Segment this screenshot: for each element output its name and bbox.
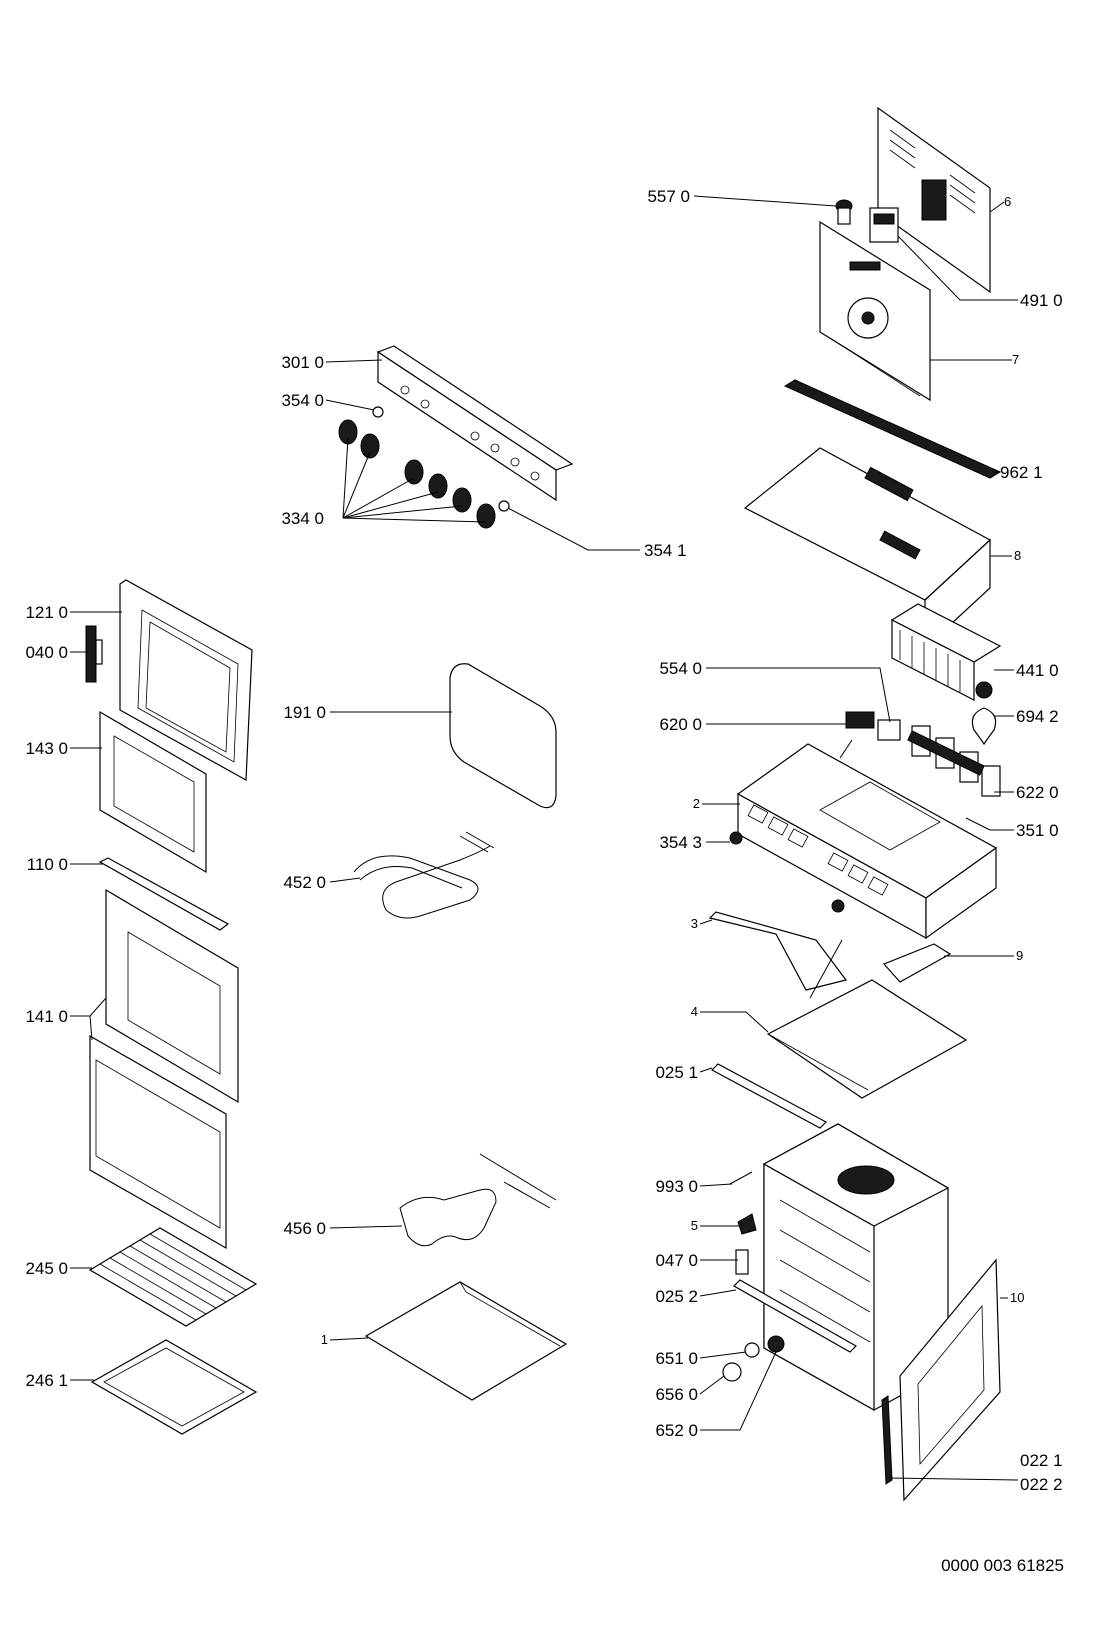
part-door-gasket xyxy=(449,663,557,809)
label-354-3: 354 3 xyxy=(659,833,702,852)
part-cap-small xyxy=(372,406,384,418)
part-bracket-rod xyxy=(708,911,848,999)
label-334-0: 334 0 xyxy=(281,509,324,528)
part-control-housing xyxy=(736,743,998,940)
label-047-0: 047 0 xyxy=(655,1251,698,1270)
label-121-0: 121 0 xyxy=(25,603,68,622)
label-9: 9 xyxy=(1016,948,1023,963)
label-4: 4 xyxy=(691,1004,698,1019)
part-tangential-fan xyxy=(890,603,1002,701)
label-5: 5 xyxy=(691,1218,698,1233)
label-025-1: 025 1 xyxy=(655,1063,698,1082)
part-bottom-heater xyxy=(399,1153,557,1247)
label-456-0: 456 0 xyxy=(283,1219,326,1238)
part-oven-cavity xyxy=(762,1123,950,1412)
part-door-inner-panel xyxy=(99,710,207,874)
label-441-0: 441 0 xyxy=(1016,661,1059,680)
part-clip xyxy=(737,1213,757,1235)
part-fitting-extra xyxy=(831,899,845,913)
part-bracket-9 xyxy=(882,943,952,983)
part-grid-rack xyxy=(88,1227,258,1327)
part-lamp xyxy=(971,707,997,746)
part-bottom-plate xyxy=(364,1281,568,1401)
label-025-2: 025 2 xyxy=(655,1287,698,1306)
label-656-0: 656 0 xyxy=(655,1385,698,1404)
label-354-1: 354 1 xyxy=(644,541,687,560)
label-3: 3 xyxy=(691,916,698,931)
part-fan-backplate xyxy=(819,220,931,402)
label-354-0: 354 0 xyxy=(281,391,324,410)
part-lamp-glass xyxy=(722,1362,742,1382)
part-seal-strip xyxy=(783,379,1002,479)
part-inner-door-frame xyxy=(119,579,253,781)
label-191-0: 191 0 xyxy=(283,703,326,722)
part-top-cover xyxy=(743,447,992,650)
part-front-frame xyxy=(899,1258,1001,1502)
part-door-handle xyxy=(98,857,230,931)
part-knobs xyxy=(338,419,496,529)
label-962-1: 962 1 xyxy=(1000,463,1043,482)
label-557-0: 557 0 xyxy=(647,187,690,206)
document-number: 0000 003 61825 xyxy=(941,1556,1064,1575)
part-fitting-3510 xyxy=(965,817,991,831)
part-fitting-3543 xyxy=(729,831,743,845)
label-351-0: 351 0 xyxy=(1016,821,1059,840)
label-246-1: 246 1 xyxy=(25,1371,68,1390)
label-554-0: 554 0 xyxy=(659,659,702,678)
part-cap-small-2 xyxy=(498,500,510,512)
label-993-0: 993 0 xyxy=(655,1177,698,1196)
label-245-0: 245 0 xyxy=(25,1259,68,1278)
label-652-0: 652 0 xyxy=(655,1421,698,1440)
part-control-panel xyxy=(376,345,574,502)
part-labels: 557 0 6 491 0 7 301 0 354 0 962 1 334 0 … xyxy=(25,187,1062,1494)
label-301-0: 301 0 xyxy=(281,353,324,372)
part-electrical-block xyxy=(839,711,1001,797)
part-lamp-cover xyxy=(744,1342,760,1358)
label-452-0: 452 0 xyxy=(283,873,326,892)
label-694-2: 694 2 xyxy=(1016,707,1059,726)
part-tray-frame xyxy=(766,979,968,1099)
label-7: 7 xyxy=(1012,352,1019,367)
label-141-0: 141 0 xyxy=(25,1007,68,1026)
part-door-glass xyxy=(89,888,239,1250)
label-1: 1 xyxy=(321,1332,328,1347)
label-143-0: 143 0 xyxy=(25,739,68,758)
part-top-heater xyxy=(353,831,495,919)
part-hinge xyxy=(85,625,103,683)
part-rear-panel xyxy=(877,106,991,294)
part-thermostat xyxy=(835,199,853,225)
label-491-0: 491 0 xyxy=(1020,291,1063,310)
label-651-0: 651 0 xyxy=(655,1349,698,1368)
part-side-rail-1 xyxy=(711,1063,827,1129)
label-040-0: 040 0 xyxy=(25,643,68,662)
part-baking-tray xyxy=(90,1339,258,1435)
part-lamp-holder xyxy=(767,1335,785,1353)
leader-lines xyxy=(70,195,1019,1481)
label-022-2: 022 2 xyxy=(1020,1475,1063,1494)
label-10: 10 xyxy=(1010,1290,1024,1305)
label-022-1: 022 1 xyxy=(1020,1451,1063,1470)
label-622-0: 622 0 xyxy=(1016,783,1059,802)
part-switch xyxy=(869,207,899,243)
label-110-0: 110 0 xyxy=(27,855,68,874)
part-side-rail-2 xyxy=(733,1279,857,1353)
label-2: 2 xyxy=(693,796,700,811)
label-8: 8 xyxy=(1014,548,1021,563)
label-6: 6 xyxy=(1004,194,1011,209)
part-side-strip xyxy=(881,1395,893,1485)
label-620-0: 620 0 xyxy=(659,715,702,734)
part-latch xyxy=(735,1249,749,1275)
part-screw xyxy=(729,1171,753,1185)
